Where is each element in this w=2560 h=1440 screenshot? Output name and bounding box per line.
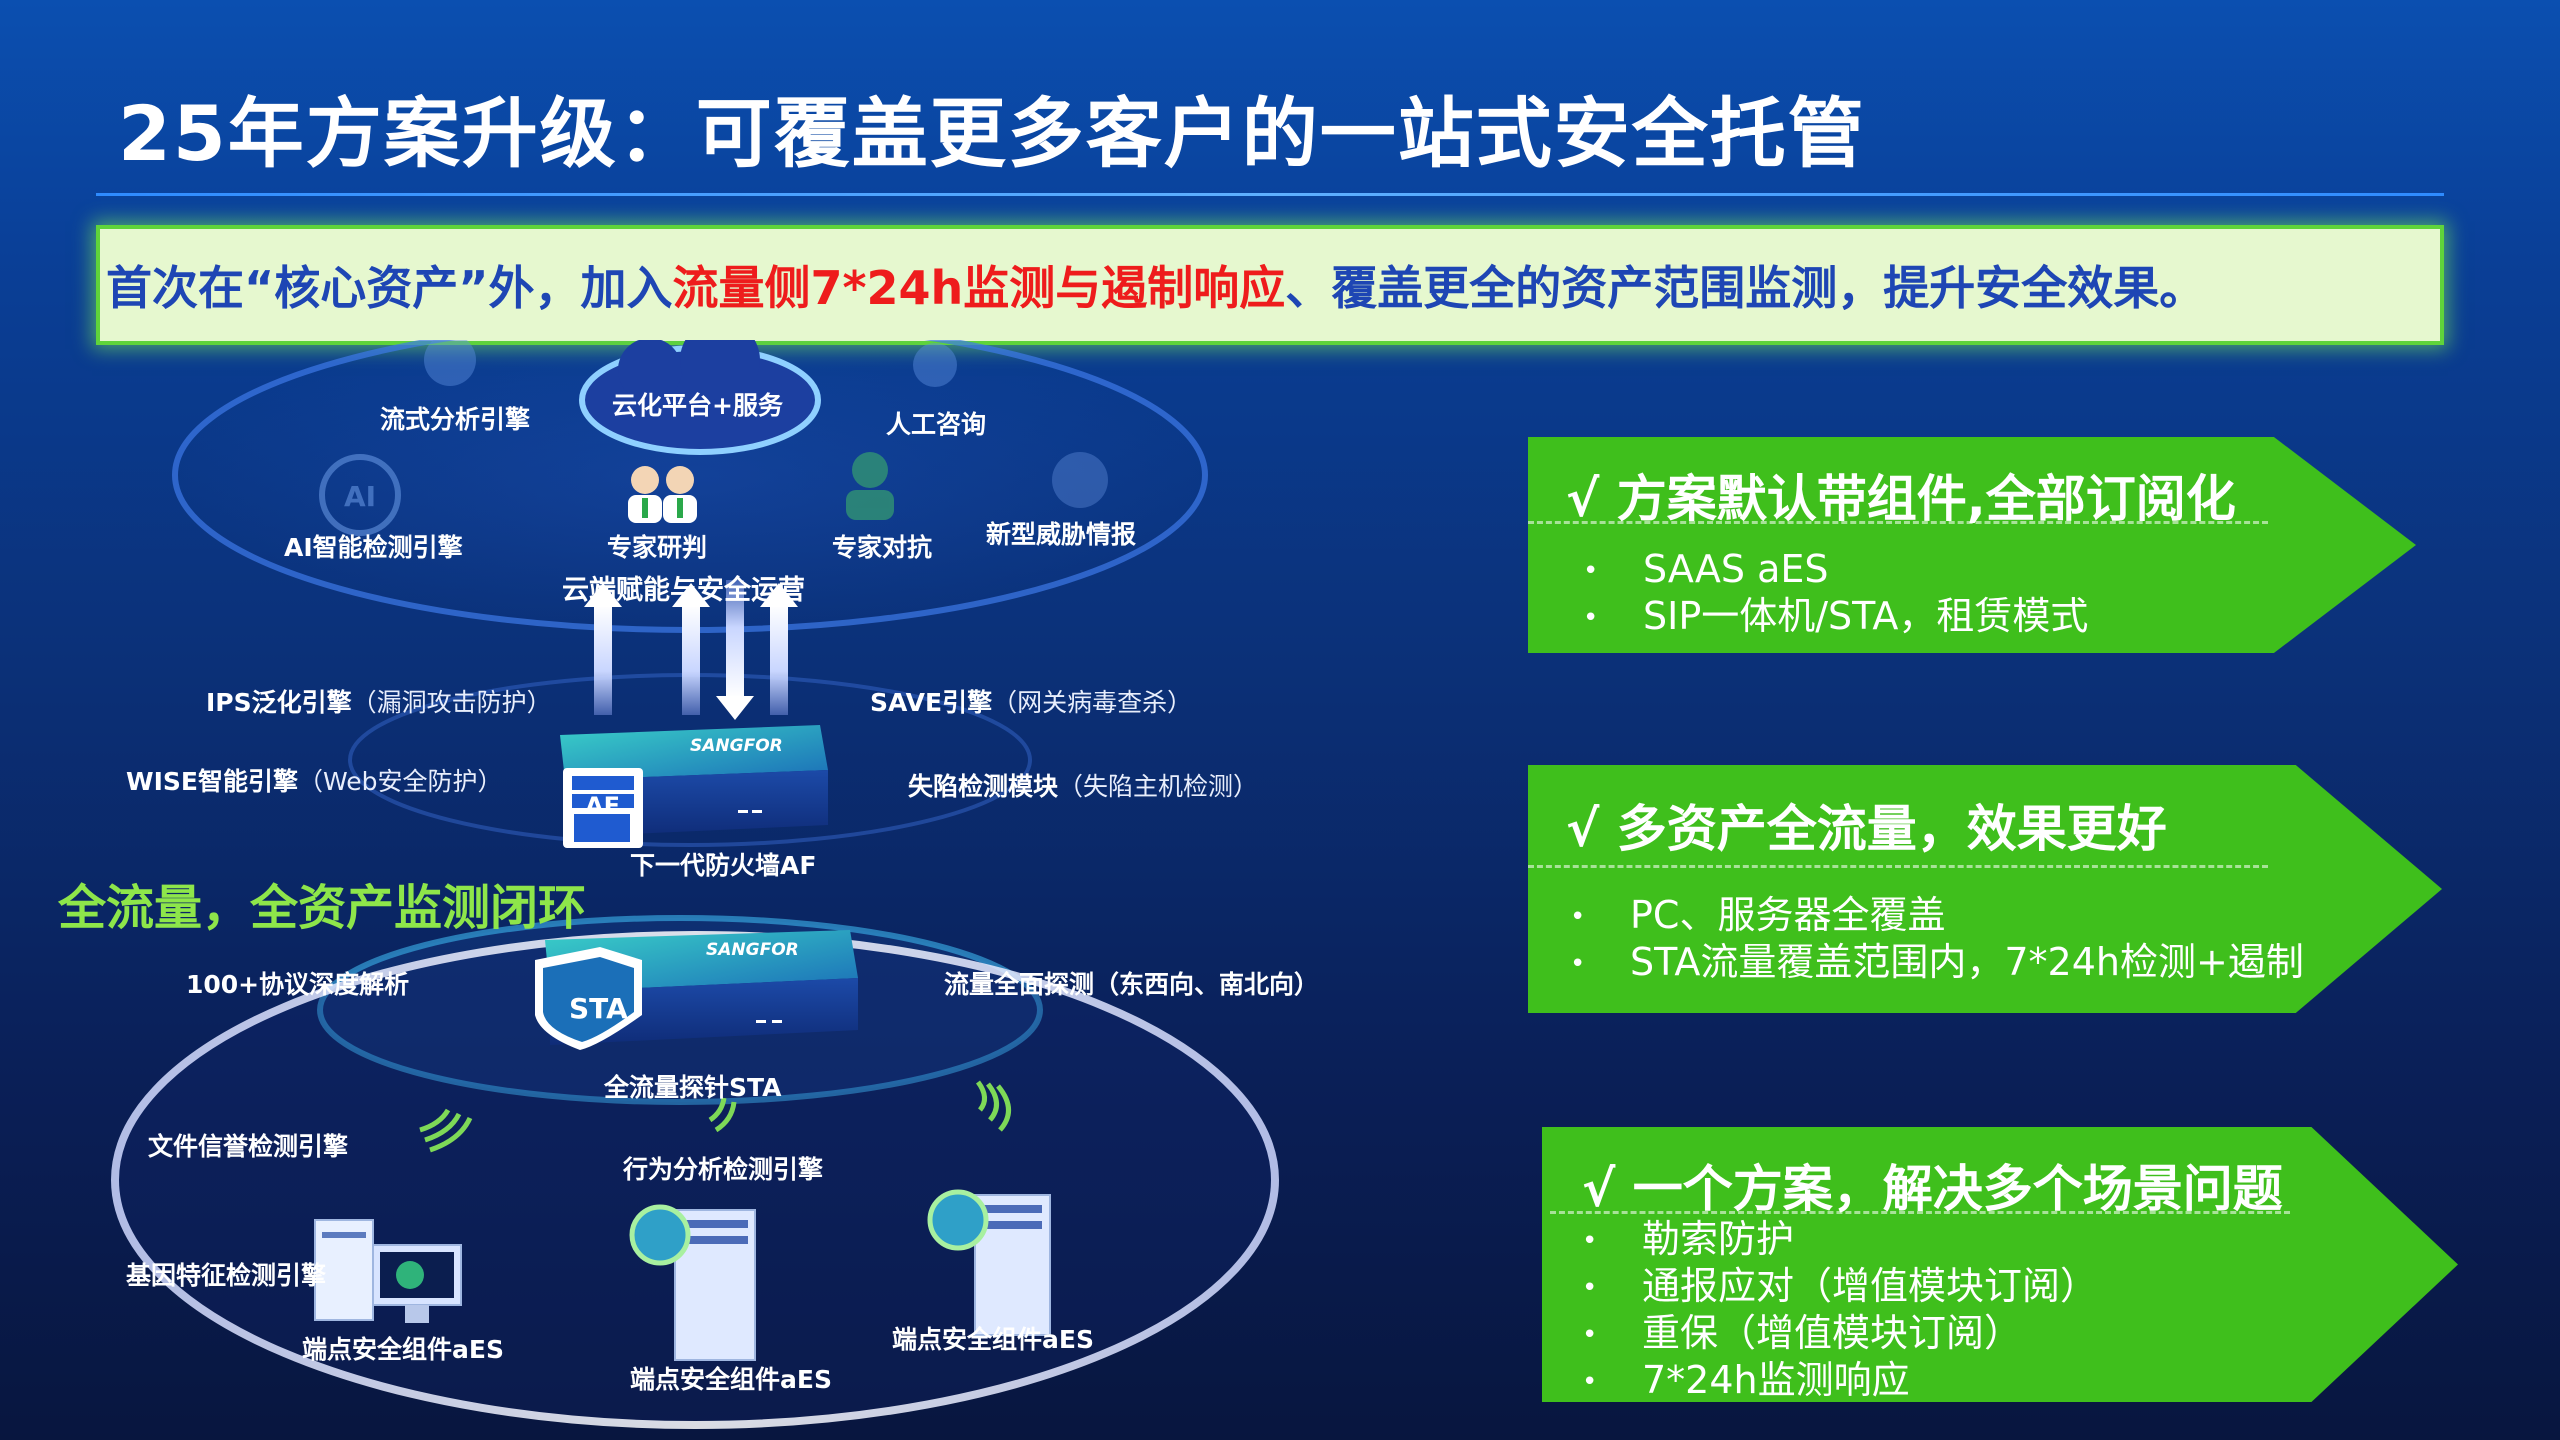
expert-counter-label: 专家对抗 [832, 533, 933, 562]
threat-intel-icon [1052, 452, 1108, 508]
fallen-detect-desc: （失陷主机检测） [1058, 772, 1259, 801]
fallen-detect-name: 失陷检测模块 [908, 772, 1059, 801]
bullet: • [1570, 902, 1586, 932]
panel-list: •PC、服务器全覆盖 •STA流量覆盖范围内，7*24h检测+遏制 [1570, 893, 2304, 987]
pc-endpoint-icon [314, 1219, 462, 1323]
cloud-platform-label: 云化平台+服务 [612, 391, 783, 420]
stream-engine-icon [424, 340, 476, 386]
highlight-banner: 首次在“核心资产”外，加入流量侧7*24h监测与遏制响应、覆盖更全的资产范围监测… [96, 225, 2444, 345]
expert-judge-icon [628, 466, 697, 523]
aes-label-2: 端点安全组件aES [630, 1365, 832, 1394]
sta-badge-text: STA [569, 992, 628, 1025]
bullet: • [1582, 1367, 1598, 1397]
expert-counter-icon [846, 452, 894, 520]
downlink-arrow [716, 580, 754, 720]
af-caption: 下一代防火墙AF [630, 851, 817, 880]
panel-list: •勒索防护 •通报应对（增值模块订阅） •重保（增值模块订阅） •7*24h监测… [1582, 1217, 2098, 1402]
bullet: • [1570, 949, 1586, 979]
list-item: •SIP一体机/STA，租赁模式 [1583, 594, 2088, 641]
panel-title: √ 方案默认带组件,全部订阅化 [1566, 470, 2236, 528]
uplink-arrow-2 [672, 583, 710, 715]
feature-panel-subscription: √ 方案默认带组件,全部订阅化 •SAAS aES •SIP一体机/STA，租赁… [1528, 437, 2416, 653]
signal-icon-left [419, 1108, 473, 1153]
af-brand: SANGFOR [690, 736, 783, 756]
list-item: •7*24h监测响应 [1582, 1358, 2098, 1402]
server-endpoint-icon-2 [927, 1189, 1051, 1336]
ai-icon: AI [319, 454, 401, 536]
sta-brand: SANGFOR [706, 940, 799, 960]
uplink-arrow-1 [584, 583, 622, 715]
list-item: •SAAS aES [1583, 547, 2088, 594]
ips-engine-label: IPS泛化引擎（漏洞攻击防护） [206, 683, 552, 719]
panel-divider [1550, 1211, 2290, 1214]
sta-caption: 全流量探针STA [604, 1073, 782, 1102]
cloud-platform-icon [579, 340, 821, 455]
list-item: •PC、服务器全覆盖 [1570, 893, 2304, 940]
list-item: •STA流量覆盖范围内，7*24h检测+遏制 [1570, 940, 2304, 987]
ai-engine-label: AI智能检测引擎 [284, 533, 463, 562]
wise-engine-name: WISE智能引擎 [126, 767, 298, 796]
banner-highlight: 流量侧7*24h监测与遏制响应 [672, 261, 1286, 315]
title-divider [96, 193, 2444, 196]
ips-engine-desc: （漏洞攻击防护） [351, 688, 552, 717]
stream-engine-label: 流式分析引擎 [380, 405, 531, 434]
banner-text-2: 、覆盖更全的资产范围监测，提升安全效果。 [1285, 261, 2206, 315]
panel-title: √ 多资产全流量，效果更好 [1566, 800, 2167, 858]
signal-icon-middle [708, 1097, 737, 1133]
save-engine-name: SAVE引擎 [870, 688, 993, 717]
file-reputation-label: 文件信誉检测引擎 [148, 1132, 349, 1161]
bullet: • [1582, 1273, 1598, 1303]
list-item: •勒索防护 [1582, 1217, 2098, 1264]
monitoring-loop-label: 全流量，全资产监测闭环 [58, 880, 587, 936]
sta-shield-icon [535, 947, 642, 1050]
expert-judge-label: 专家研判 [607, 533, 708, 562]
gene-feature-label: 基因特征检测引擎 [126, 1261, 327, 1290]
list-item: •重保（增值模块订阅） [1582, 1311, 2098, 1358]
bullet: • [1582, 1320, 1598, 1350]
svg-text:AI: AI [344, 480, 376, 513]
af-badge-text: AF [585, 792, 620, 820]
manual-consult-label: 人工咨询 [886, 410, 987, 439]
server-endpoint-icon-1 [629, 1204, 756, 1361]
signal-icon-right [975, 1080, 1011, 1132]
behavior-analysis-label: 行为分析检测引擎 [623, 1155, 824, 1184]
uplink-arrow-3 [760, 583, 798, 715]
aes-label-1: 端点安全组件aES [302, 1335, 504, 1364]
panel-divider [1528, 521, 2268, 524]
wise-engine-label: WISE智能引擎（Web安全防护） [126, 762, 502, 798]
wise-engine-desc: （Web安全防护） [297, 767, 503, 796]
save-engine-label: SAVE引擎（网关病毒查杀） [870, 683, 1192, 719]
panel-title: √ 一个方案，解决多个场景问题 [1582, 1160, 2283, 1218]
architecture-diagram: AI [111, 340, 1279, 1429]
banner-text-1: 首次在“核心资产”外，加入 [106, 261, 673, 315]
protocol-parse-label: 100+协议深度解析 [186, 970, 410, 999]
feature-panel-coverage: √ 多资产全流量，效果更好 •PC、服务器全覆盖 •STA流量覆盖范围内，7*2… [1528, 765, 2442, 1013]
traffic-detect-label: 流量全面探测（东西向、南北向） [944, 970, 1320, 999]
panel-list: •SAAS aES •SIP一体机/STA，租赁模式 [1583, 547, 2088, 641]
af-badge-icon [563, 768, 643, 848]
aes-label-3: 端点安全组件aES [892, 1325, 1094, 1354]
feature-panel-scenarios: √ 一个方案，解决多个场景问题 •勒索防护 •通报应对（增值模块订阅） •重保（… [1542, 1127, 2458, 1402]
page-title: 25年方案升级：可覆盖更多客户的一站式安全托管 [118, 89, 1866, 178]
cloud-caption: 云端赋能与安全运营 [562, 575, 805, 606]
bullet: • [1582, 1226, 1598, 1256]
bullet: • [1583, 556, 1599, 586]
panel-divider [1528, 865, 2268, 868]
ips-engine-name: IPS泛化引擎 [206, 688, 352, 717]
consult-icon [913, 343, 957, 387]
list-item: •通报应对（增值模块订阅） [1582, 1264, 2098, 1311]
threat-intel-label: 新型威胁情报 [986, 520, 1137, 549]
bullet: • [1583, 603, 1599, 633]
fallen-detect-label: 失陷检测模块（失陷主机检测） [908, 767, 1258, 803]
save-engine-desc: （网关病毒查杀） [992, 688, 1193, 717]
